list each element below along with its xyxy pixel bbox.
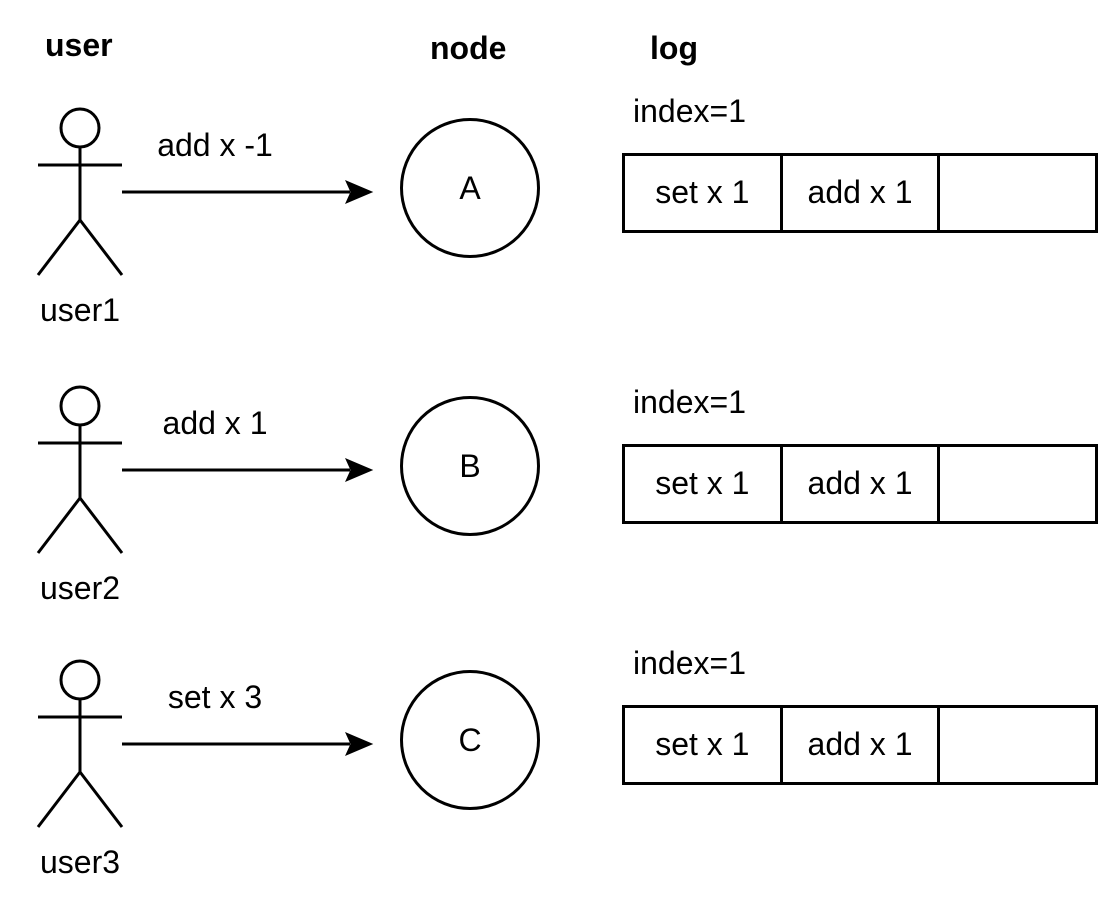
message-arrow-icon: [122, 458, 374, 482]
log-cell: [937, 155, 1095, 230]
log-index-label: index=1: [633, 645, 746, 681]
column-header-log: log: [650, 30, 698, 66]
log-cell: set x 1: [655, 174, 750, 211]
log-table: set x 1 add x 1: [622, 704, 1098, 785]
node-label: B: [459, 448, 481, 484]
user-stick-figure-icon: [36, 385, 124, 554]
log-table: set x 1 add x 1: [622, 443, 1098, 524]
message-arrow-icon: [122, 180, 374, 204]
message-label: add x 1: [162, 405, 268, 441]
log-cell: set x 1: [655, 726, 750, 763]
log-cell: add x 1: [779, 707, 938, 782]
message-label: set x 3: [167, 679, 263, 715]
log-cell: add x 1: [779, 446, 938, 521]
node-label: A: [459, 170, 481, 206]
diagram-row-2: user2 add x 1 B index=1 set x 1 add x 1: [0, 278, 1118, 642]
diagram-row-3: user3 set x 3 C index=1 set x 1 add x 1: [0, 552, 1118, 916]
log-group: index=1 set x 1 add x 1: [622, 384, 1098, 524]
diagram-row-1: user1 add x -1 A index=1 set x 1 add x 1: [0, 0, 1118, 364]
node-circle: C: [400, 670, 540, 810]
column-header-user: user: [45, 27, 113, 63]
column-header-node: node: [430, 30, 507, 66]
log-index-label: index=1: [633, 93, 746, 129]
node-label: C: [458, 722, 482, 758]
log-cell: [937, 707, 1095, 782]
user-name-label: user3: [39, 844, 121, 880]
log-cell: set x 1: [655, 465, 750, 502]
node-circle: A: [400, 118, 540, 258]
log-group: index=1 set x 1 add x 1: [622, 645, 1098, 785]
message-label: add x -1: [157, 127, 273, 163]
node-circle: B: [400, 396, 540, 536]
log-cell: add x 1: [779, 155, 938, 230]
log-group: index=1 set x 1 add x 1: [622, 93, 1098, 233]
user-stick-figure-icon: [36, 107, 124, 276]
user-name-label: user2: [39, 570, 121, 606]
log-table: set x 1 add x 1: [622, 152, 1098, 233]
user-stick-figure-icon: [36, 659, 124, 828]
user-name-label: user1: [39, 292, 121, 328]
message-arrow-icon: [122, 732, 374, 756]
log-index-label: index=1: [633, 384, 746, 420]
log-cell: [937, 446, 1095, 521]
